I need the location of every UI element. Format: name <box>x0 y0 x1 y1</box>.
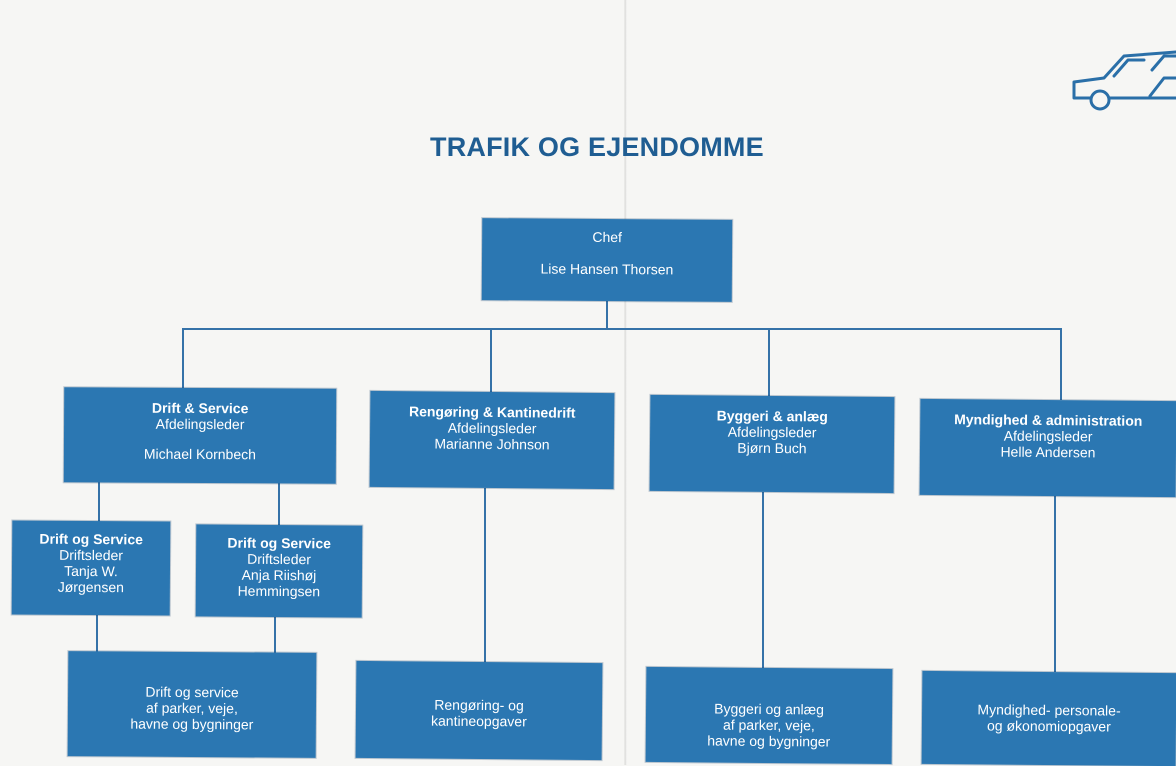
car-icon <box>1072 50 1176 111</box>
subunit-name: Drift og Service <box>39 530 143 548</box>
subunit-person-line2: Jørgensen <box>57 578 125 596</box>
subunit-role: Driftsleder <box>59 546 124 564</box>
connector-dept2-task <box>484 488 486 663</box>
task-line: havne og bygninger <box>130 715 254 733</box>
department-role: Afdelingsleder <box>155 415 245 433</box>
task-line: Drift og service <box>145 683 239 701</box>
paper-fold <box>624 0 627 765</box>
department-person: Bjørn Buch <box>737 439 807 457</box>
department-person: Marianne Johnson <box>434 435 550 453</box>
department-drift-service: Drift & Service Afdelingsleder Michael K… <box>63 387 337 484</box>
connector-drop-4 <box>1060 328 1062 400</box>
department-rengoring: Rengøring & Kantinedrift Afdelingsleder … <box>369 390 615 490</box>
subunit-person-line1: Tanja W. <box>64 562 118 580</box>
task-line: havne og bygninger <box>707 732 831 750</box>
connector-drop-1 <box>182 328 184 388</box>
task-byggeri: Byggeri og anlæg af parker, veje, havne … <box>645 666 893 765</box>
page-title: TRAFIK OG EJENDOMME <box>430 132 764 162</box>
department-name: Drift & Service <box>151 399 249 417</box>
task-myndighed: Myndighed- personale- og økonomiopgaver <box>921 670 1176 766</box>
department-person: Helle Andersen <box>1000 443 1096 461</box>
department-role: Afdelingsleder <box>1003 427 1093 445</box>
connector-drop-2 <box>490 328 492 392</box>
subunit-role: Driftsleder <box>247 550 312 568</box>
connector-drift-right <box>278 482 280 526</box>
department-role: Afdelingsleder <box>727 423 817 441</box>
task-line: Myndighed- personale- <box>977 701 1121 719</box>
department-myndighed: Myndighed & administration Afdelingslede… <box>919 398 1176 498</box>
task-line: Rengøring- og <box>434 696 524 714</box>
connector-chef-down <box>606 300 608 330</box>
department-byggeri: Byggeri & anlæg Afdelingsleder Bjørn Buc… <box>649 394 895 494</box>
department-role: Afdelingsleder <box>447 419 537 437</box>
task-drift-service: Drift og service af parker, veje, havne … <box>67 651 317 758</box>
subunit-person-line1: Anja Riishøj <box>241 566 317 584</box>
connector-dept4-task <box>1054 494 1056 672</box>
subunit-drift-2: Drift og Service Driftsleder Anja Riishø… <box>195 524 363 618</box>
chef-box: Chef Lise Hansen Thorsen <box>481 218 733 302</box>
department-name: Rengøring & Kantinedrift <box>408 403 576 421</box>
task-line: Byggeri og anlæg <box>714 700 824 718</box>
department-name: Myndighed & administration <box>954 411 1143 429</box>
connector-horizontal-top <box>182 328 1062 330</box>
subunit-drift-1: Drift og Service Driftsleder Tanja W. Jø… <box>11 520 171 616</box>
task-rengoring: Rengøring- og kantineopgaver <box>355 660 603 761</box>
chef-role: Chef <box>592 228 622 246</box>
subunit-name: Drift og Service <box>227 534 331 552</box>
subunit-person-line2: Hemmingsen <box>237 582 321 600</box>
department-person: Michael Kornbech <box>143 445 256 463</box>
task-line: af parker, veje, <box>145 699 238 717</box>
connector-dept3-task <box>762 492 764 669</box>
connector-drop-3 <box>768 328 770 396</box>
chef-name: Lise Hansen Thorsen <box>540 260 674 278</box>
task-line: og økonomiopgaver <box>986 717 1111 735</box>
connector-sub2-task <box>274 614 276 658</box>
department-name: Byggeri & anlæg <box>716 407 828 425</box>
connector-drift-left <box>98 482 100 522</box>
task-line: kantineopgaver <box>430 712 527 730</box>
connector-sub1-task <box>96 614 98 654</box>
task-line: af parker, veje, <box>722 716 815 734</box>
